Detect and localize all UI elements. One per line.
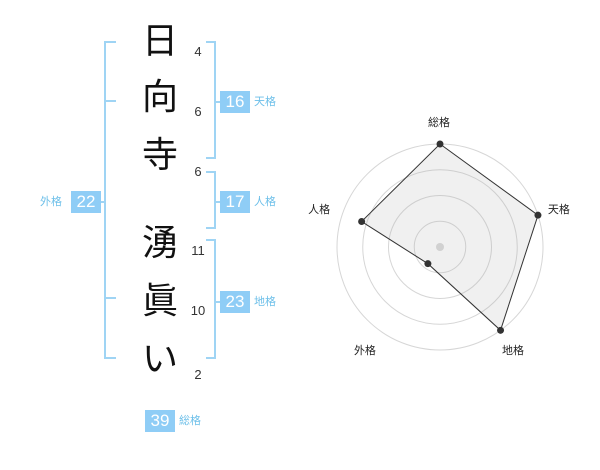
chikaku-label: 地格 <box>254 295 276 308</box>
stroke-count-3: 6 <box>194 164 202 179</box>
radar-ring-1 <box>413 220 467 274</box>
radar-points <box>358 140 542 334</box>
stroke-count-1: 4 <box>194 44 202 59</box>
name-char-2: 向 <box>141 77 178 118</box>
jinkaku-value: 17 <box>220 191 250 213</box>
chikaku-value: 23 <box>220 291 250 313</box>
stroke-count-2: 6 <box>194 104 202 119</box>
radar-shape <box>360 143 539 332</box>
radar-point-1 <box>436 140 444 148</box>
radar-point-2 <box>534 211 542 219</box>
jinkaku-label: 人格 <box>254 195 276 208</box>
radar-point-4 <box>424 260 432 268</box>
name-char-5: 眞 <box>141 281 178 322</box>
radar-point-3 <box>497 326 505 334</box>
radar-axis-label-4: 外格 <box>353 343 376 357</box>
radar-point-5 <box>358 218 366 226</box>
gaikaku-label: 外格 <box>40 195 62 208</box>
radar-axis-label-2: 天格 <box>547 203 570 217</box>
name-char-1: 日 <box>141 21 178 62</box>
radar-axis-label-5: 人格 <box>308 203 331 217</box>
name-char-6: い <box>141 339 178 380</box>
radar-axis-label-1: 総格 <box>428 116 450 129</box>
soukaku-label: 総格 <box>179 414 201 427</box>
stroke-count-4: 11 <box>191 243 205 258</box>
tenkaku-label: 天格 <box>254 95 276 108</box>
stroke-count-6: 2 <box>194 367 202 382</box>
soukaku-value: 39 <box>145 410 175 432</box>
gaikaku-value: 22 <box>71 191 101 213</box>
radar-axis-label-3: 地格 <box>502 343 525 357</box>
radar-chart <box>336 140 544 351</box>
stroke-count-5: 10 <box>190 303 206 318</box>
name-char-4: 湧 <box>141 223 178 264</box>
radar-ring-2 <box>388 195 492 299</box>
tenkaku-value: 16 <box>220 91 250 113</box>
radar-center <box>436 243 444 251</box>
name-char-3: 寺 <box>141 135 178 176</box>
radar-ring-3 <box>362 169 518 325</box>
